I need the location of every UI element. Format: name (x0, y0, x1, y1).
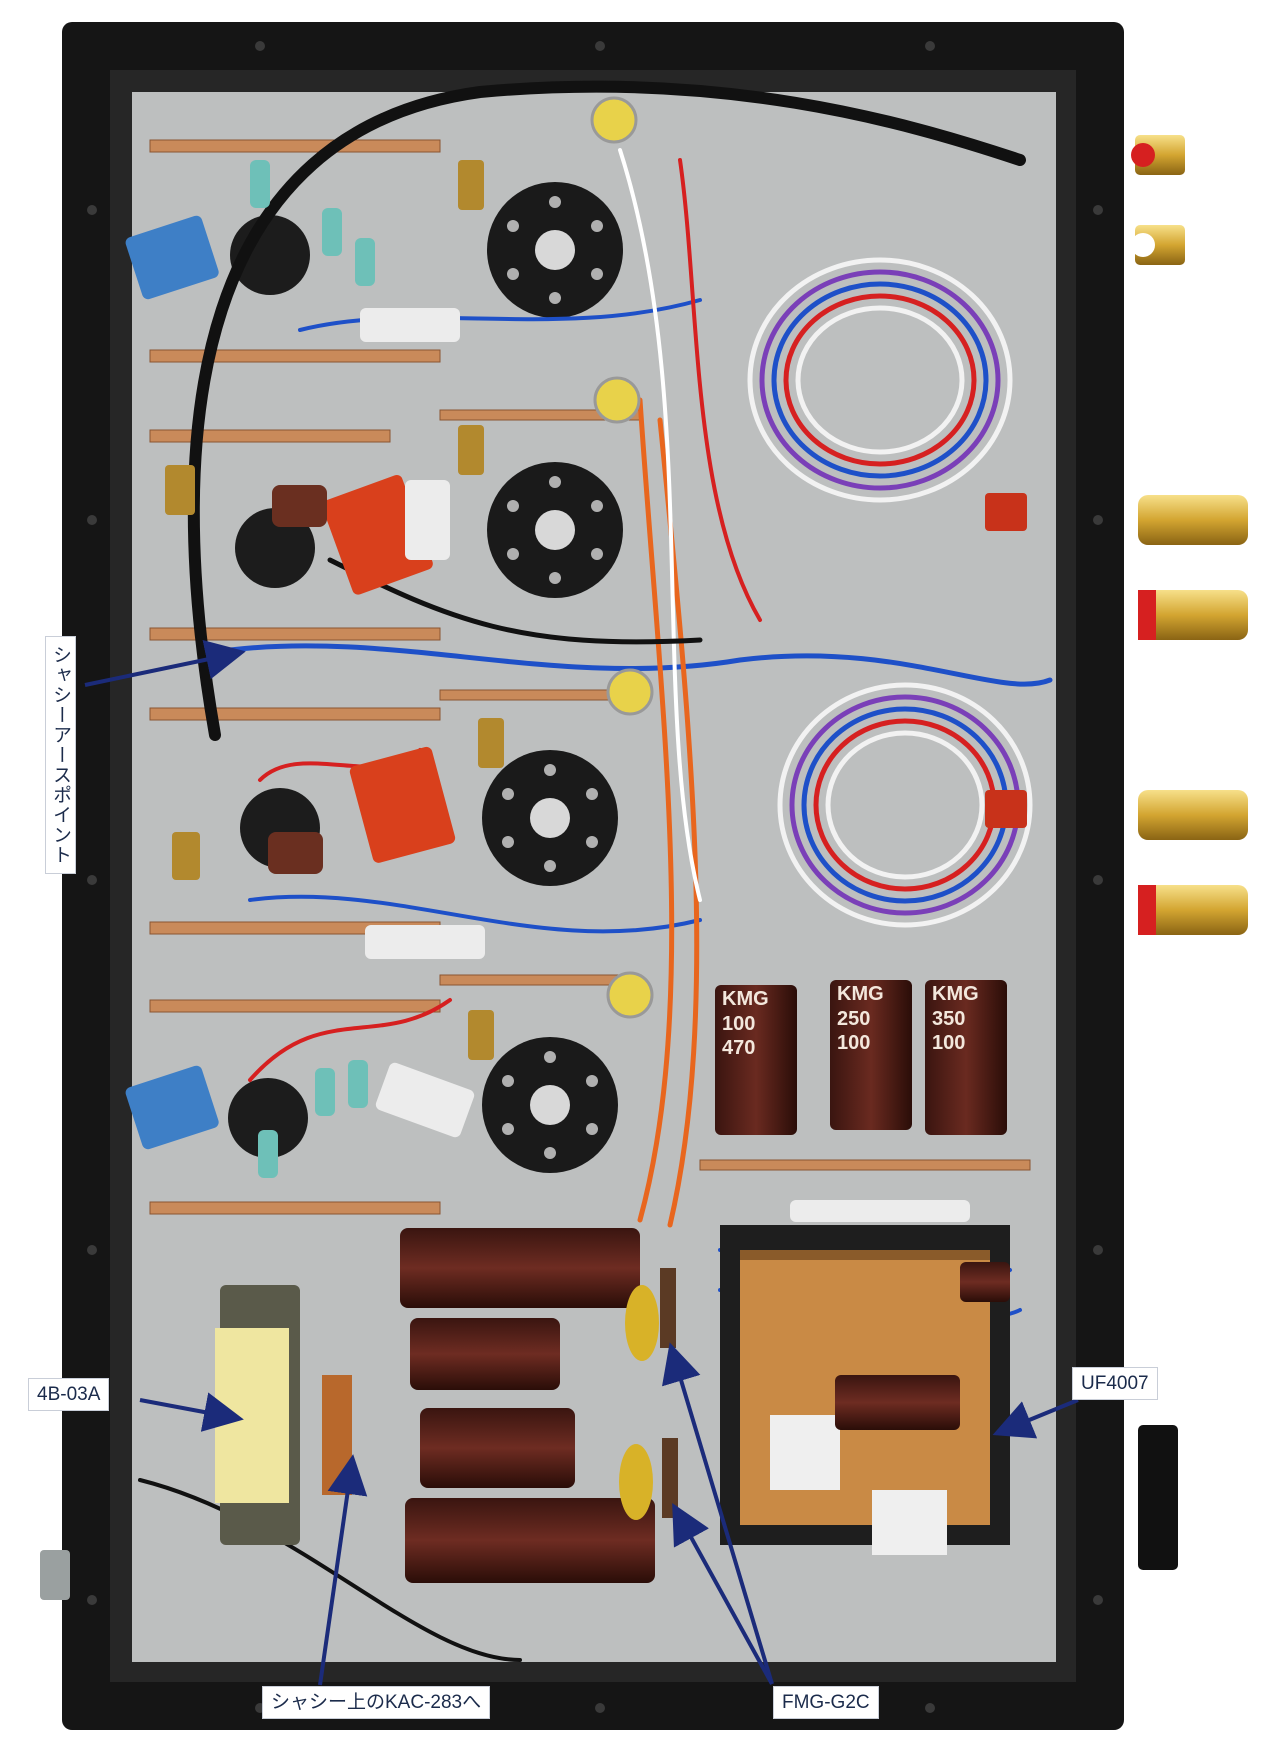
trim-pots (590, 96, 654, 1019)
label-transformer: 4B-03A (28, 1378, 110, 1411)
cap-top-right-brand: KMG (932, 983, 979, 1005)
cap-top-left-v1: 100 (722, 1013, 755, 1035)
arrow-to-kac (318, 1454, 368, 1686)
small-choke (215, 1285, 352, 1545)
fmg-parts (619, 1268, 678, 1520)
callout-arrows (84, 639, 1079, 1686)
small-electrolytics (165, 160, 504, 1060)
cap-top-left-brand: KMG (722, 988, 769, 1010)
label-to-kac: シャシー上のKAC-283へ (262, 1686, 491, 1719)
arrow-transformer (139, 1392, 244, 1432)
terminal-strips (149, 139, 1031, 1215)
cap-top-mid-v1: 250 (837, 1008, 870, 1030)
power-inlet (1138, 1425, 1178, 1570)
upright-capacitors (715, 980, 1007, 1135)
arrow-fmg-upper (662, 1342, 774, 1685)
arrow-chassis-ground (84, 639, 246, 687)
power-transformer (720, 1225, 1010, 1555)
arrow-diode (992, 1398, 1079, 1439)
binding-posts (1138, 495, 1248, 935)
cap-top-mid-brand: KMG (837, 983, 884, 1005)
resistors (250, 160, 375, 1178)
cap-top-right-v1: 350 (932, 1008, 965, 1030)
arrow-fmg-lower (672, 1502, 774, 1685)
ceramic-resistors (360, 308, 970, 1222)
coil-upper (747, 257, 1013, 503)
block-capacitors (400, 1228, 655, 1583)
label-diode: UF4007 (1072, 1367, 1158, 1400)
label-fmg: FMG-G2C (773, 1686, 879, 1719)
label-chassis-ground: シャシーアースポイント (45, 636, 76, 874)
cap-top-mid-v2: 100 (837, 1032, 870, 1054)
cap-top-right-v2: 100 (932, 1032, 965, 1054)
rca-jacks (1131, 135, 1185, 265)
frame-screws (87, 41, 1103, 1713)
cap-top-left-v2: 470 (722, 1037, 755, 1059)
power-switch (40, 1550, 70, 1600)
